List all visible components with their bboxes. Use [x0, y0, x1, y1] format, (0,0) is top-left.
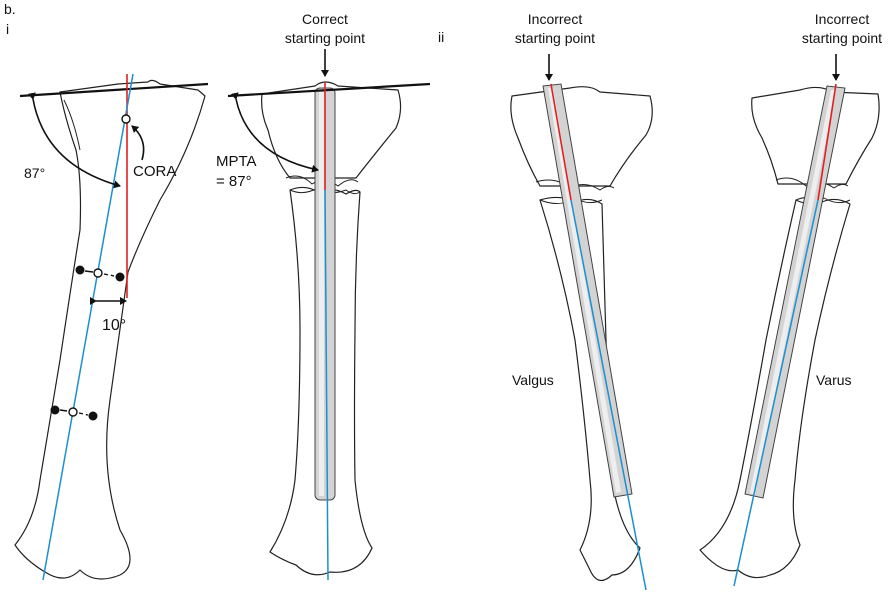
cora-point	[121, 114, 131, 124]
subpanel-i-label: i	[6, 21, 9, 37]
tibia-3-osteotomy-upper	[535, 179, 615, 191]
tibia-varus-drawing: Incorrect starting point Varus	[699, 11, 882, 587]
mpta-label-line1: MPTA	[216, 153, 257, 170]
dash-upper-1	[84, 270, 94, 273]
tibia-1-outline	[14, 79, 206, 580]
tibia-3-red-axis	[550, 83, 572, 201]
tibia-3-proximal-fragment	[510, 86, 653, 187]
mpta-arc	[230, 92, 319, 173]
incorrect2-label-line1: Incorrect	[815, 11, 870, 27]
cortex-dot-upper-left	[75, 265, 85, 275]
correct-label-line1: Correct	[302, 11, 348, 27]
midpoint-upper	[93, 268, 103, 278]
midpoint-lower	[68, 407, 78, 417]
tibia-3-blue-axis	[570, 199, 647, 591]
tibia-2-blue-axis	[324, 189, 329, 581]
tibia-3-shaft	[539, 196, 641, 581]
varus-label: Varus	[816, 372, 852, 388]
dash-lower-2	[78, 412, 89, 416]
nail-correct-highlight	[319, 92, 324, 496]
tibia-deformity-drawing: CORA 87° 10°	[14, 73, 209, 581]
tibia-4-red-axis	[817, 83, 837, 201]
ten-degree-label: 10°	[102, 317, 126, 334]
mpta-label-line2: = 87°	[216, 173, 252, 190]
subpanel-ii-label: ii	[438, 29, 444, 45]
tibia-4-blue-axis	[733, 199, 819, 587]
incorrect2-label-line2: starting point	[802, 30, 882, 46]
dash-upper-2	[103, 273, 115, 277]
angle-87-arc	[27, 92, 121, 189]
cora-label: CORA	[133, 163, 176, 180]
tibia-correct-drawing: Correct starting point MPTA = 87°	[216, 11, 431, 581]
angle-87-label: 87°	[24, 165, 45, 181]
valgus-label: Valgus	[512, 372, 554, 388]
incorrect1-label-line2: starting point	[515, 30, 595, 46]
dash-lower-1	[59, 409, 68, 412]
nail-varus-highlight	[750, 90, 836, 494]
cora-pointer-arrow	[131, 125, 145, 161]
cortex-dot-upper-right	[115, 272, 125, 282]
cortex-dot-lower-right	[88, 411, 98, 421]
correct-label-line2: starting point	[285, 30, 365, 46]
incorrect1-label-line1: Incorrect	[528, 11, 583, 27]
cortex-dot-lower-left	[50, 405, 60, 415]
panel-letter: b.	[4, 1, 16, 17]
nail-valgus-highlight	[548, 88, 621, 493]
tibia-valgus-drawing: Incorrect starting point Valgus	[510, 11, 653, 591]
